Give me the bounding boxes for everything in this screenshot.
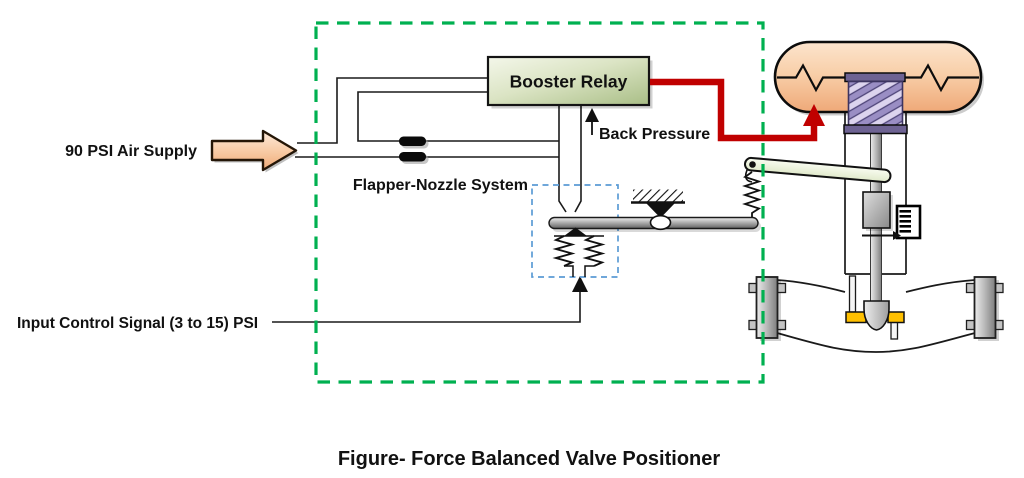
air-supply-label: 90 PSI Air Supply xyxy=(65,143,197,160)
output-arrow-icon xyxy=(803,104,825,126)
pivot-icon xyxy=(649,214,672,231)
valve-seat-right xyxy=(887,311,905,324)
lever-pivot-dot xyxy=(749,161,756,168)
fulcrum-icon xyxy=(631,189,685,218)
travel-scale xyxy=(895,204,922,240)
nozzle-left-line xyxy=(558,105,567,213)
input-signal-line xyxy=(272,291,581,323)
cage-wall xyxy=(848,275,857,313)
flange-right xyxy=(965,276,1004,341)
spring-bottom-plate xyxy=(843,124,908,135)
stem-block xyxy=(862,191,891,229)
flange-left xyxy=(748,276,787,341)
force-beam-assembly xyxy=(548,171,762,277)
booster-relay-label: Booster Relay xyxy=(510,72,628,92)
flapper-nozzle-label: Flapper-Nozzle System xyxy=(353,177,528,194)
valve-body xyxy=(776,279,976,353)
actuator-spring-icon xyxy=(847,80,904,127)
valve-plug xyxy=(863,300,890,331)
feedback-bellows xyxy=(552,227,606,277)
back-pressure-arrow-icon xyxy=(585,108,599,135)
spring-top-plate xyxy=(844,72,906,83)
nozzle-backpressure-line xyxy=(357,91,559,142)
booster-relay-box xyxy=(486,55,651,107)
restrictor-bottom-icon xyxy=(399,152,426,162)
actuator-dome xyxy=(773,40,984,135)
outlet-passage xyxy=(890,321,899,340)
input-signal-arrow-icon xyxy=(572,276,588,292)
flapper-nozzle-dashed-box xyxy=(531,184,619,278)
travel-pointer-icon xyxy=(862,231,901,240)
booster-output-line xyxy=(650,78,825,142)
feedback-lever xyxy=(743,156,892,184)
valve-seat-left xyxy=(845,311,867,324)
back-pressure-label: Back Pressure xyxy=(599,126,710,143)
diagram-labels: 90 PSI Air Supply Booster Relay Back Pre… xyxy=(17,72,720,471)
supply-line-top xyxy=(297,77,488,144)
control-valve-assembly xyxy=(743,40,1004,353)
air-supply-arrow-icon xyxy=(210,129,299,173)
figure-caption: Figure- Force Balanced Valve Positioner xyxy=(338,448,721,470)
pneumatic-tubing xyxy=(272,77,582,323)
nozzle-right-line xyxy=(574,105,582,213)
range-spring-icon xyxy=(742,171,762,217)
input-signal-label: Input Control Signal (3 to 15) PSI xyxy=(17,315,258,332)
restrictor-top-icon xyxy=(399,136,426,146)
system-boundary-box xyxy=(314,21,765,384)
